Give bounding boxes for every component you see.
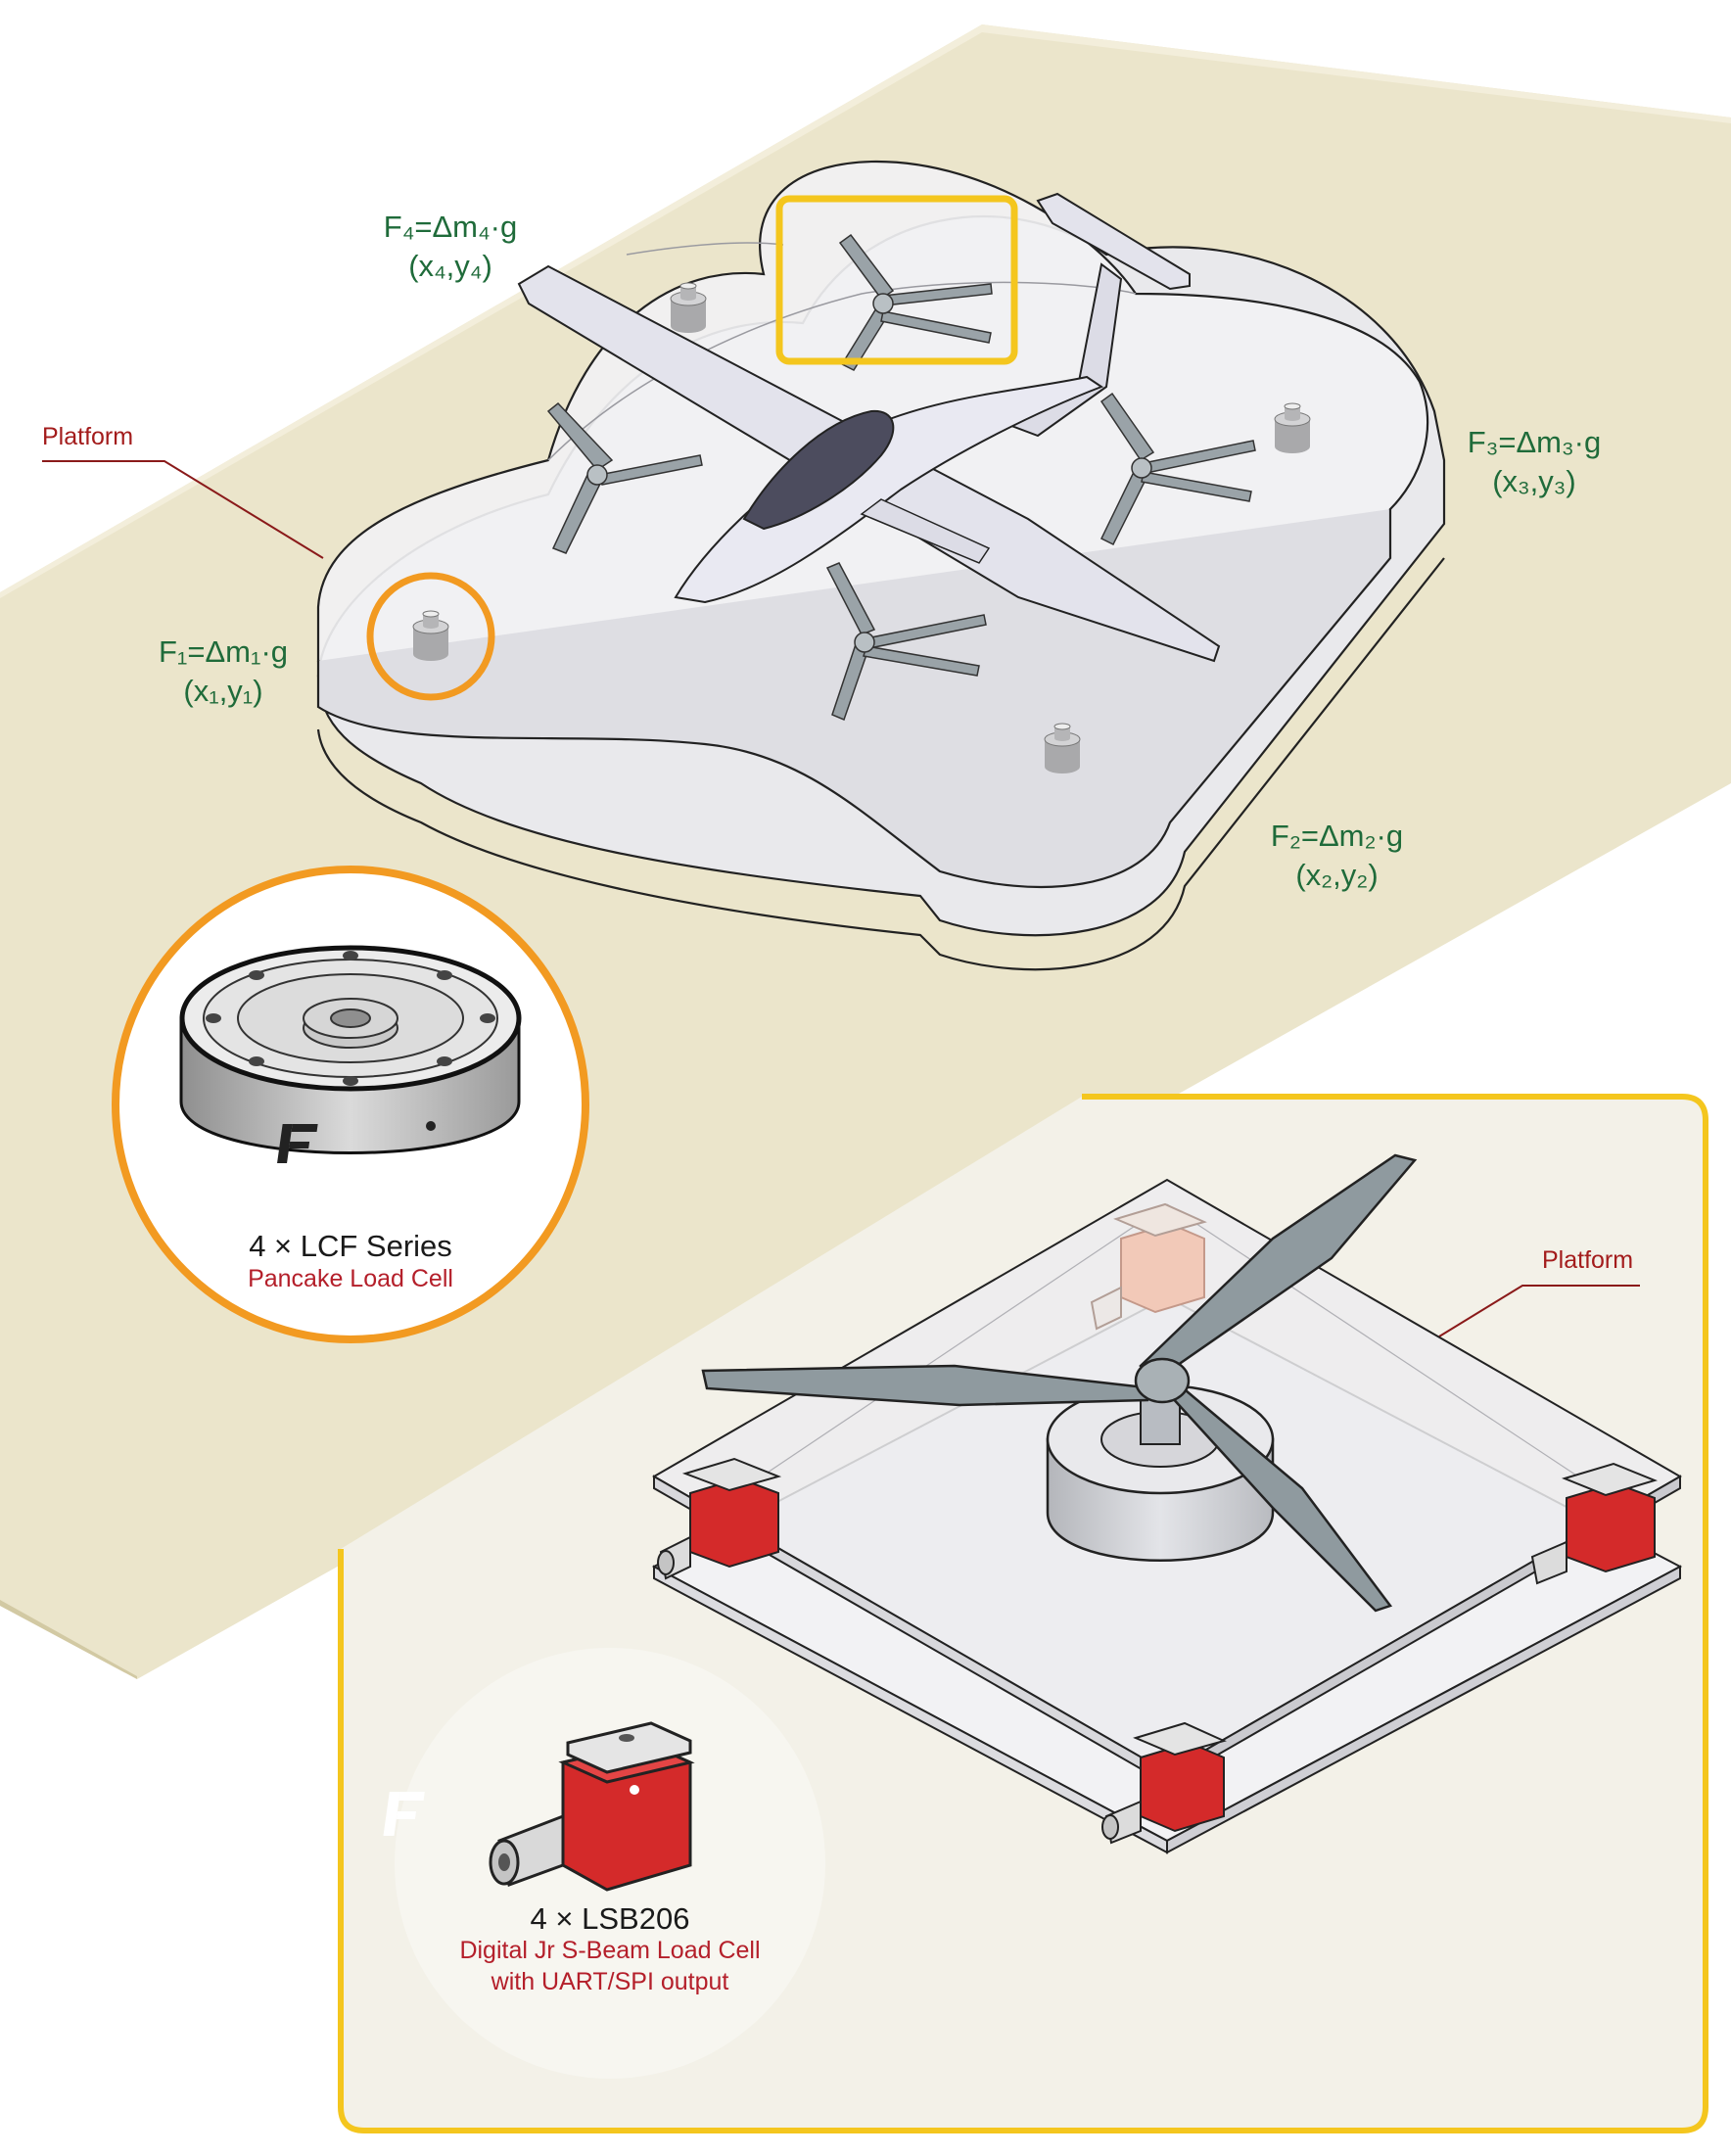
force-formula: F₁=Δm₁·g <box>158 634 289 669</box>
platform-label-inset: Platform <box>1542 1246 1634 1274</box>
force-label-f2: F₂=Δm₂·g (x₂,y₂) <box>1256 817 1418 895</box>
lcf-title: 4 × LCF Series <box>249 1229 452 1263</box>
propeller-test-stand <box>651 1153 1683 1854</box>
platform-cell-2 <box>1044 723 1081 773</box>
lsb-title: 4 × LSB206 <box>530 1901 690 1936</box>
force-coords: (x₁,y₁) <box>183 674 263 708</box>
platform-leader-inset <box>1438 1285 1640 1337</box>
lsb-callout <box>383 1648 825 2079</box>
lcf-callout <box>112 866 589 1343</box>
force-label-f4: F₄=Δm₄·g (x₄,y₄) <box>372 208 529 286</box>
rotor-highlight-box <box>775 195 1018 365</box>
platform-leader-top <box>42 460 324 559</box>
rotor-right <box>1099 392 1256 546</box>
lsb-subtitle-line1: Digital Jr S-Beam Load Cell <box>459 1937 761 1964</box>
force-label-f1: F₁=Δm₁·g (x₁,y₁) <box>145 633 302 711</box>
cell-highlight-ring <box>366 572 495 701</box>
rotor-front-center <box>825 562 987 721</box>
lsb206-sensor-left <box>657 1457 782 1580</box>
force-label-f3: F₃=Δm₃·g (x₃,y₃) <box>1451 423 1617 501</box>
lcf-subtitle: Pancake Load Cell <box>248 1265 453 1292</box>
force-formula: F₄=Δm₄·g <box>383 210 518 244</box>
platform-cell-4 <box>670 282 707 333</box>
motor <box>1046 1375 1275 1562</box>
lsb-subtitle-line2: with UART/SPI output <box>491 1968 729 1995</box>
force-coords: (x₃,y₃) <box>1492 464 1576 498</box>
force-coords: (x₄,y₄) <box>408 249 492 283</box>
evtol-aircraft-icon <box>517 192 1221 663</box>
force-formula: F₂=Δm₂·g <box>1270 819 1404 853</box>
platform-cell-1 <box>412 610 449 661</box>
platform-cell-3 <box>1274 402 1311 453</box>
interface-logo-icon <box>277 1121 436 1163</box>
lsb206-sensor-front <box>1101 1721 1227 1845</box>
propeller-icon <box>701 1153 1418 1613</box>
rotor-front-left <box>546 401 703 554</box>
platform-label-top: Platform <box>42 423 134 450</box>
lsb206-sensor-back <box>1090 1202 1207 1331</box>
force-coords: (x₂,y₂) <box>1295 858 1379 892</box>
force-formula: F₃=Δm₃·g <box>1467 425 1602 459</box>
rotor-rear <box>838 233 993 371</box>
lsb206-sensor-right <box>1530 1462 1659 1585</box>
